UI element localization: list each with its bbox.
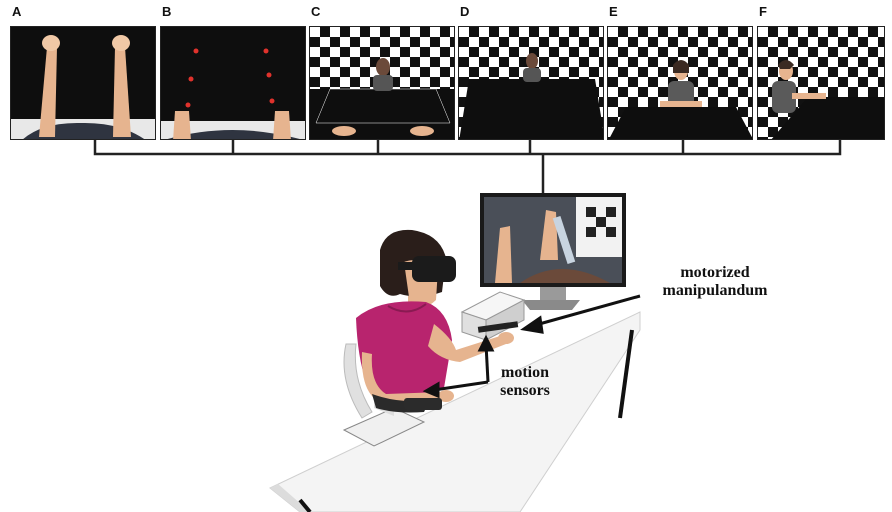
table xyxy=(270,312,640,512)
sensors-label-text: motion sensors xyxy=(500,364,550,399)
manipulandum-box xyxy=(462,292,524,340)
panel-connector-bracket xyxy=(95,140,840,193)
sensors-label: motion sensors xyxy=(488,364,562,400)
manipulandum-label: motorized manipulandum xyxy=(640,264,790,300)
manipulandum-label-text: motorized manipulandum xyxy=(663,264,768,299)
